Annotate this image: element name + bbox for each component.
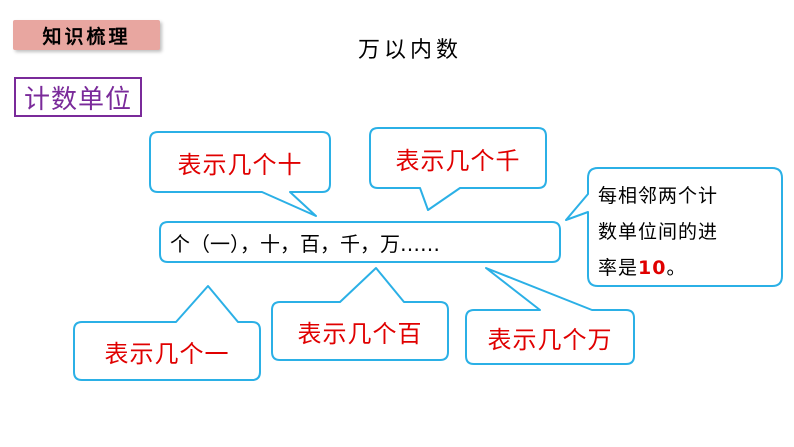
callout-thousands-bubble	[369, 127, 547, 211]
callout-hundreds-label: 表示几个百	[297, 319, 423, 348]
note-line-2: 数单位间的进	[598, 221, 719, 243]
callout-tens-bubble	[149, 131, 331, 217]
callout-ones-bubble	[73, 285, 261, 381]
carry-rate-note: 每相邻两个计 数单位间的进 率是10。	[598, 178, 768, 286]
topic-label: 计数单位	[14, 77, 142, 117]
section-tag: 知识梳理	[13, 20, 160, 50]
counting-units-sequence: 个（一），十，百，千，万……	[170, 231, 440, 256]
note-line-1: 每相邻两个计	[598, 185, 719, 207]
callout-ten-thousands-bubble	[465, 267, 635, 365]
note-rate-value: 10	[638, 257, 667, 279]
callout-tens-label: 表示几个十	[177, 150, 303, 179]
sequence-box	[159, 221, 561, 263]
callout-thousands-label: 表示几个千	[395, 146, 521, 175]
note-line-3-prefix: 率是	[598, 257, 639, 279]
note-line-3: 率是10。	[598, 250, 768, 286]
note-bubble	[565, 167, 783, 287]
page-title: 万以内数	[357, 38, 462, 63]
note-line-3-suffix: 。	[666, 257, 687, 279]
callout-hundreds-bubble	[271, 267, 449, 361]
callout-ten-thousands-label: 表示几个万	[487, 325, 613, 354]
callout-ones-label: 表示几个一	[104, 339, 230, 368]
